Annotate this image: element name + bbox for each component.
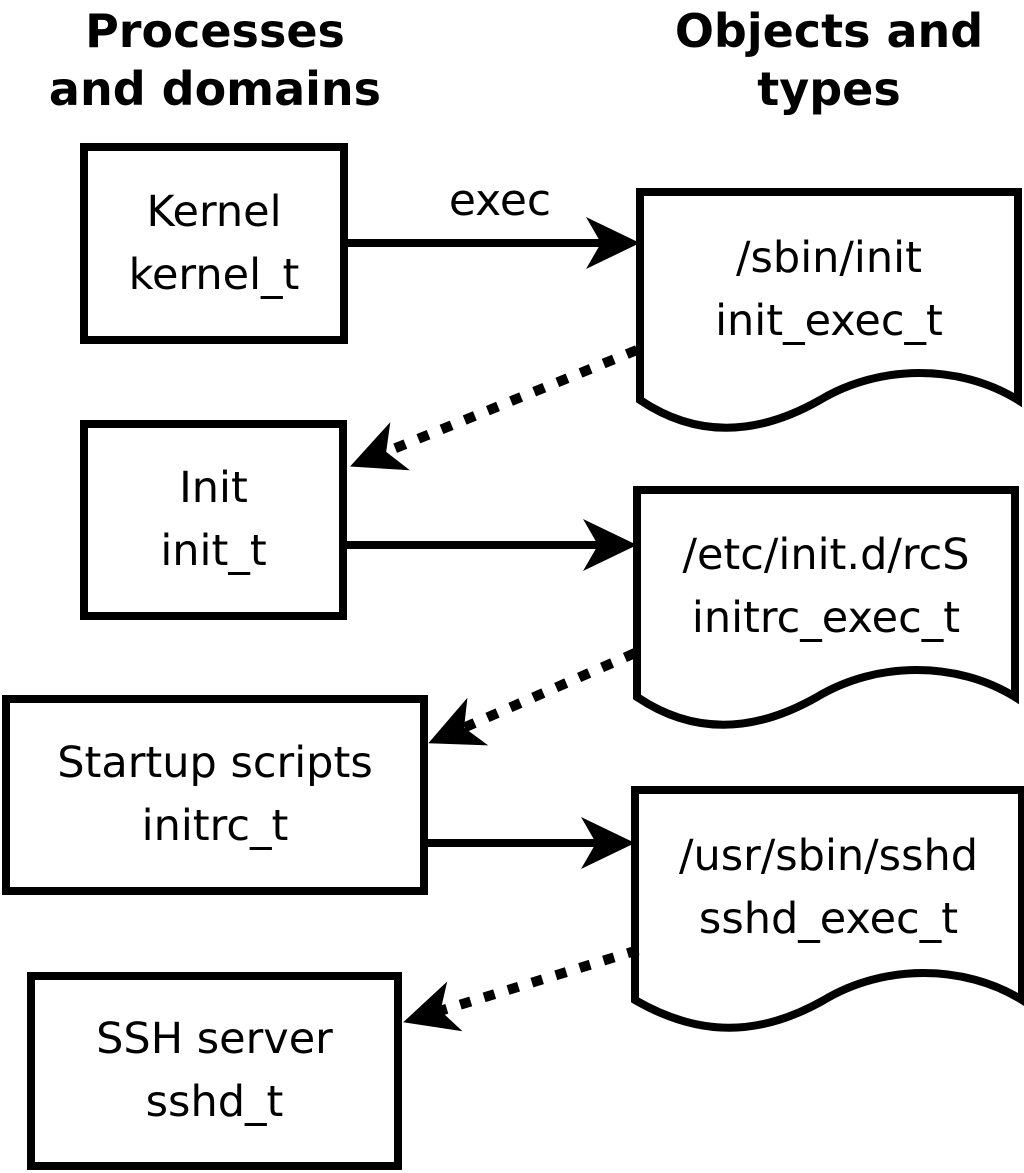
process-name: Init: [179, 463, 248, 513]
exec-arrow-label: exec: [448, 175, 552, 226]
process-name: Startup scripts: [57, 738, 373, 788]
process-name: SSH server: [96, 1014, 333, 1064]
process-domain: kernel_t: [128, 249, 300, 300]
header-line: types: [757, 62, 901, 116]
process-domain: init_t: [160, 526, 267, 576]
column-header-processes: Processes and domains: [20, 2, 410, 118]
object-type: sshd_exec_t: [698, 894, 959, 944]
object-type: initrc_exec_t: [691, 592, 961, 643]
object-label-sbin-init: /sbin/init init_exec_t: [640, 193, 1018, 400]
process-box-ssh-server: SSH server sshd_t: [27, 972, 402, 1170]
header-line: Objects and: [674, 4, 984, 58]
dotted-arrow-init-exec-to-init: [350, 345, 639, 471]
object-path: /sbin/init: [736, 232, 922, 283]
process-domain: initrc_t: [141, 801, 289, 851]
document-shape-etc-initd-rcs: [633, 486, 1019, 729]
dotted-arrow-initrc-exec-to-initrc: [428, 648, 638, 746]
process-box-kernel: Kernel kernel_t: [80, 143, 348, 344]
document-shape-usr-sbin-sshd: [631, 786, 1024, 1032]
process-box-init: Init init_t: [80, 420, 347, 620]
object-path: /usr/sbin/sshd: [678, 831, 979, 881]
object-label-usr-sbin-sshd: /usr/sbin/sshd sshd_exec_t: [635, 790, 1022, 1000]
process-box-startup-scripts: Startup scripts initrc_t: [2, 695, 428, 895]
column-header-objects: Objects and types: [634, 2, 1024, 118]
dotted-arrow-sshd-exec-to-sshd: [403, 945, 640, 1032]
process-name: Kernel: [146, 186, 282, 237]
object-path: /etc/init.d/rcS: [682, 529, 970, 580]
document-shape-sbin-init: [636, 188, 1022, 432]
header-line: and domains: [48, 62, 382, 116]
object-label-etc-initd-rcs: /etc/init.d/rcS initrc_exec_t: [637, 490, 1015, 697]
process-domain: sshd_t: [145, 1077, 284, 1127]
header-line: Processes: [85, 4, 345, 58]
object-type: init_exec_t: [715, 295, 943, 346]
